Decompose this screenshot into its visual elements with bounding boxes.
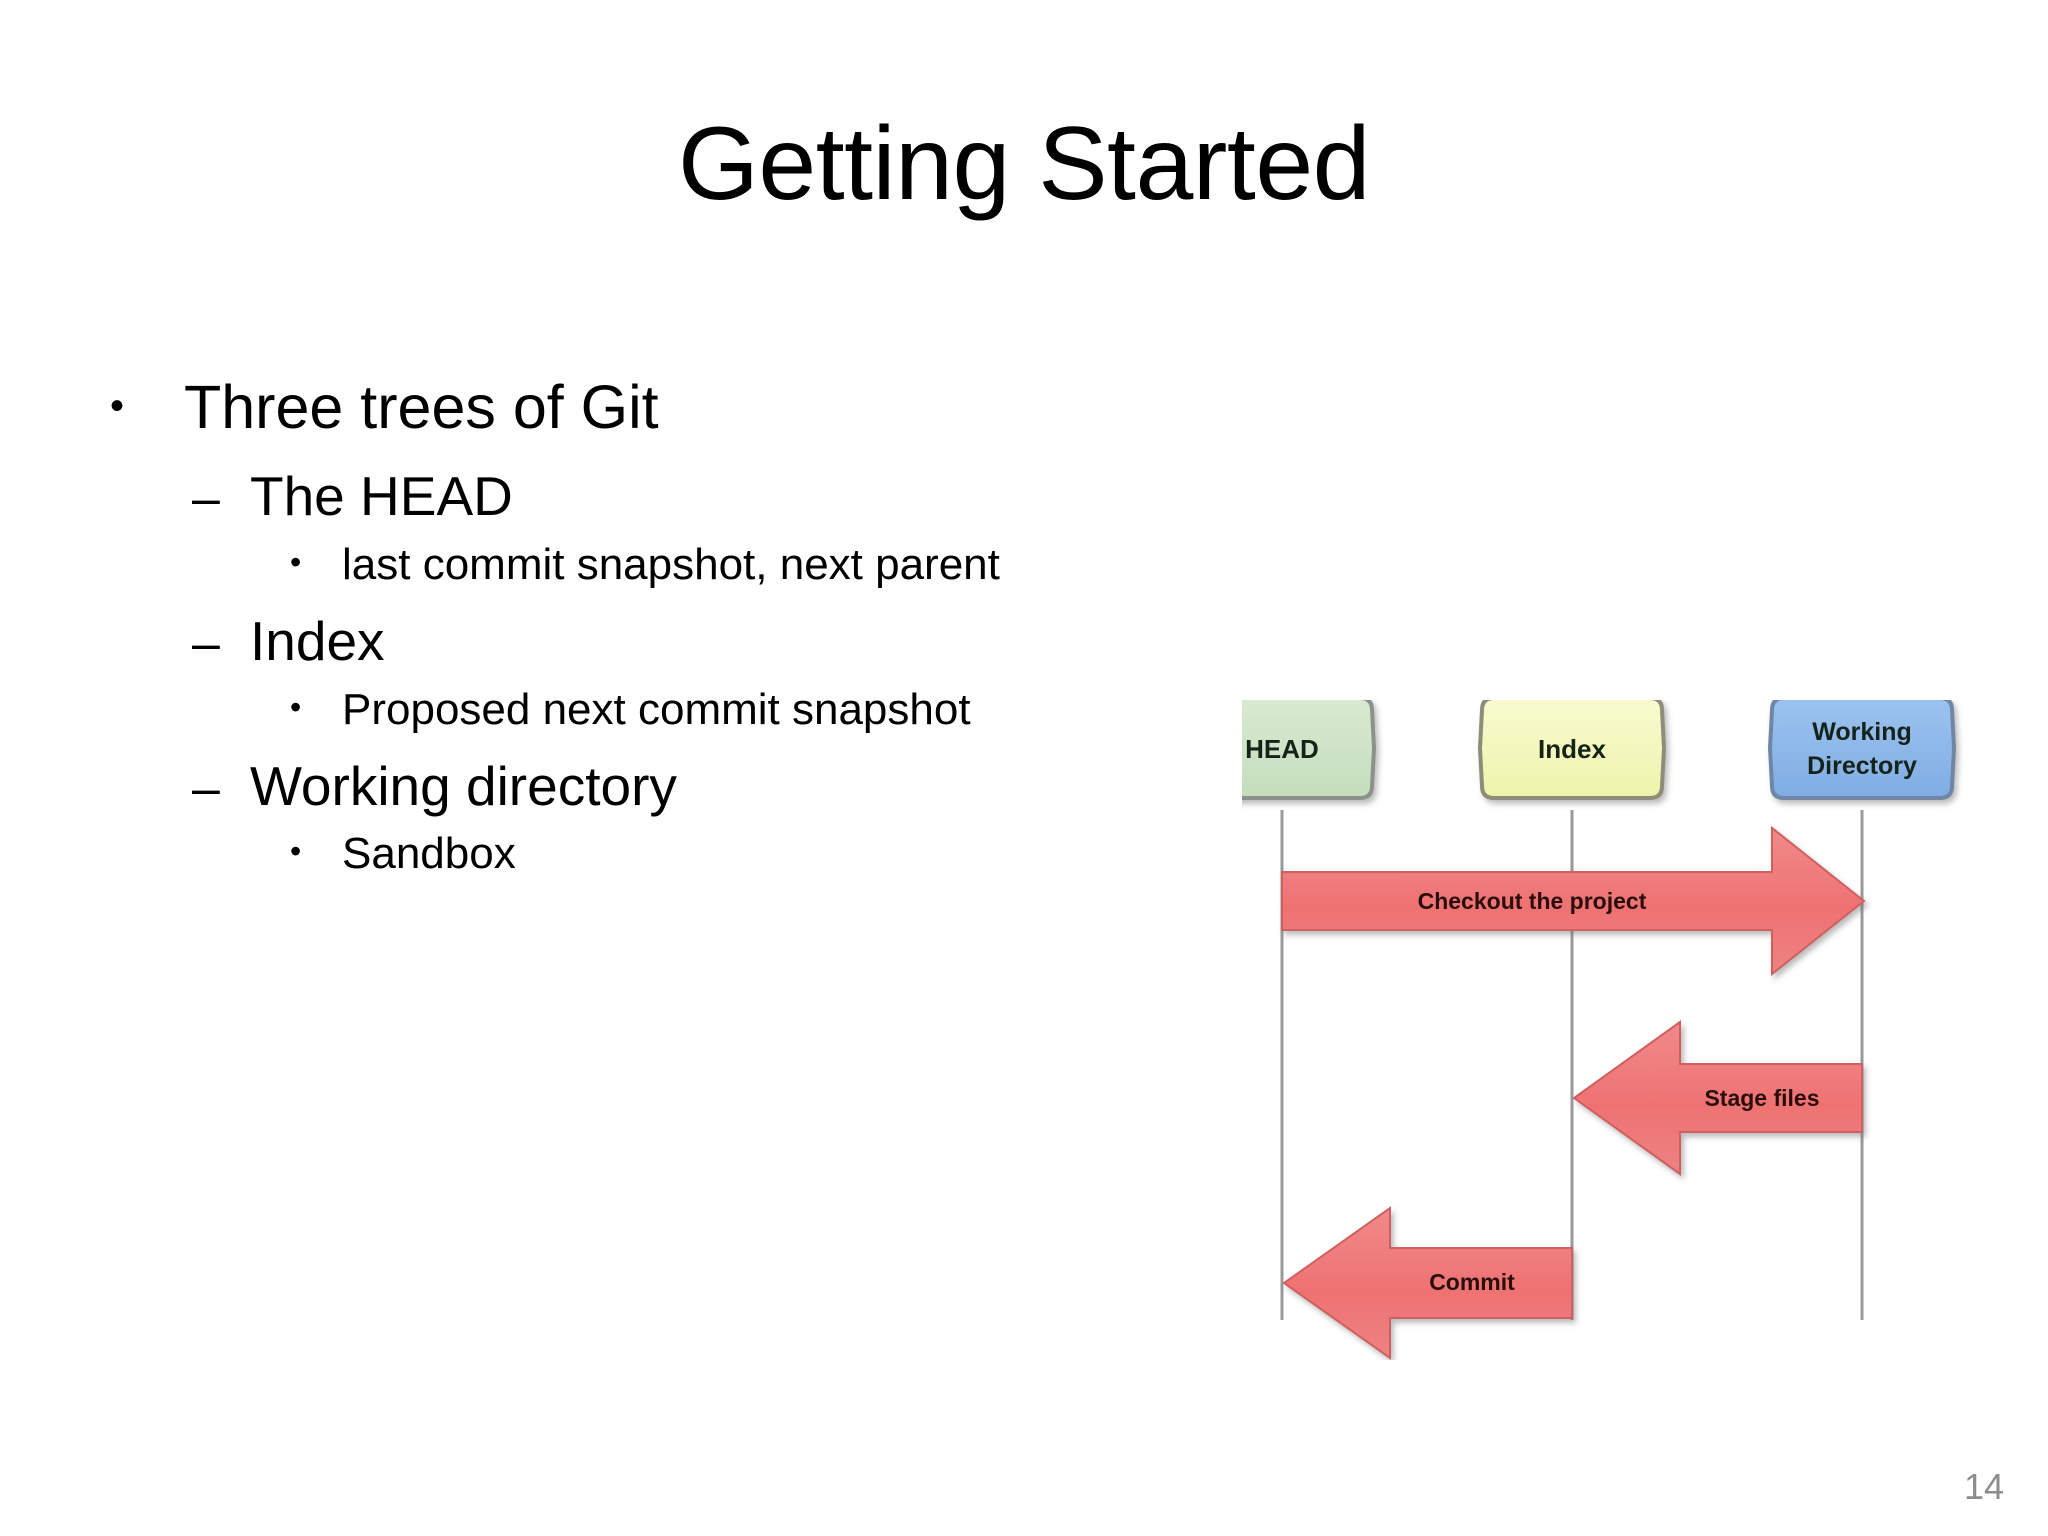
bullet-text-the-head: The HEAD (250, 464, 513, 527)
diagram-arrow-commit-label: Commit (1429, 1269, 1515, 1295)
diagram-node-working-directory[interactable]: Working Directory (1767, 700, 1957, 800)
bullet-marker-level1: • (110, 384, 125, 428)
bullet-marker-level3: • (290, 688, 302, 725)
list-item: – The HEAD (192, 464, 1290, 529)
bullet-marker-level3: • (290, 833, 302, 870)
git-three-trees-diagram: HEAD Index Working Directory Checkout th… (1242, 700, 2032, 1360)
diagram-arrow-commit[interactable]: Commit (1282, 1206, 1573, 1360)
diagram-arrow-checkout-label: Checkout the project (1418, 888, 1647, 914)
diagram-node-working-directory-label-line1: Working (1812, 718, 1912, 746)
diagram-arrow-stage-files[interactable]: Stage files (1572, 1020, 1863, 1176)
bullet-marker-level3: • (290, 543, 302, 580)
diagram-node-head[interactable]: HEAD (1242, 700, 1377, 800)
list-item: – Index (192, 609, 1290, 674)
bullet-marker-level2: – (192, 614, 220, 671)
diagram-arrow-checkout[interactable]: Checkout the project (1281, 825, 1866, 977)
list-item: • last commit snapshot, next parent (290, 539, 1290, 591)
page-title: Getting Started (677, 106, 1371, 222)
bullet-marker-level2: – (192, 469, 220, 526)
diagram-node-index-label: Index (1538, 734, 1606, 764)
bullet-list: • Three trees of Git – The HEAD • last c… (110, 372, 1290, 898)
bullet-text-three-trees: Three trees of Git (184, 373, 659, 441)
diagram-node-working-directory-label-line2: Directory (1807, 752, 1917, 780)
bullet-text-proposed-next-commit: Proposed next commit snapshot (342, 684, 971, 734)
bullet-text-working-directory: Working directory (250, 754, 677, 817)
diagram-node-head-label: HEAD (1245, 734, 1319, 764)
page-number: 14 (1963, 1466, 2004, 1507)
diagram-node-index[interactable]: Index (1477, 700, 1667, 800)
bullet-marker-level2: – (192, 759, 220, 816)
list-item: • Three trees of Git (110, 372, 1290, 444)
diagram-arrow-stage-files-label: Stage files (1704, 1085, 1819, 1111)
list-item: • Proposed next commit snapshot (290, 684, 1290, 736)
bullet-text-last-commit-snapshot: last commit snapshot, next parent (342, 539, 1000, 589)
list-item: • Sandbox (290, 828, 1290, 880)
list-item: – Working directory (192, 754, 1290, 819)
bullet-text-sandbox: Sandbox (342, 829, 516, 879)
bullet-text-index: Index (250, 609, 385, 672)
